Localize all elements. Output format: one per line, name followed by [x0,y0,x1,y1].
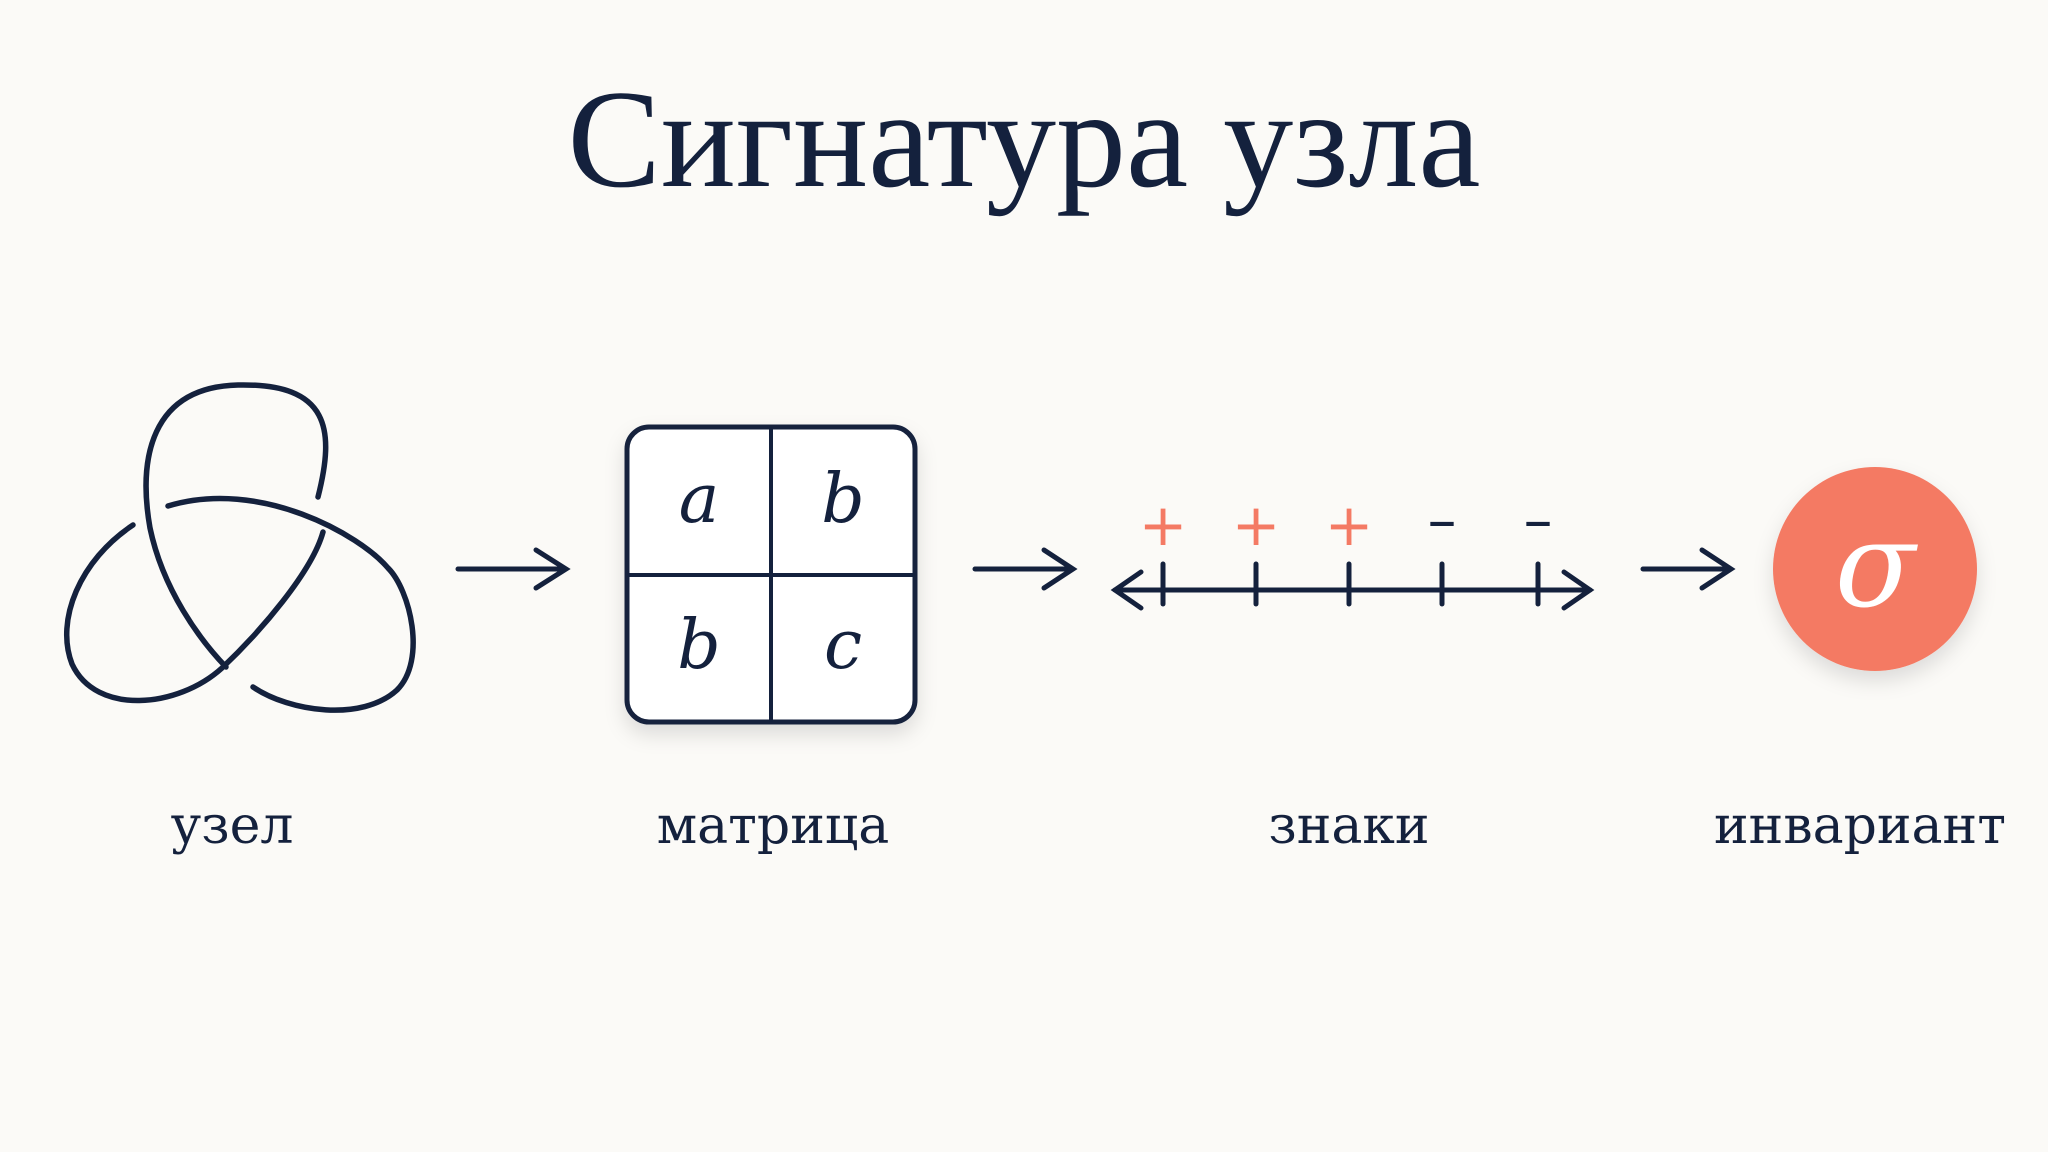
number-line [1110,561,1595,611]
sign-minus: – [1428,486,1457,554]
sign-plus: + [1139,491,1188,559]
arrow-right-icon [1640,547,1736,591]
stage-label-invariant: инвариант [1714,796,2006,856]
matrix-cell-c: c [824,606,862,685]
matrix-cell-b-bottom: b [677,606,721,685]
diagram-title: Сигнатура узла [567,62,1481,217]
arrow-right-icon [972,547,1078,591]
matrix-cell-b-top: b [821,460,865,539]
stage-label-signs: знаки [1268,796,1430,856]
sigma-symbol: σ [1835,496,1919,634]
sign-minus: – [1524,486,1553,554]
sign-plus: + [1325,491,1374,559]
matrix-grid: a b b c [624,424,918,725]
matrix-cell-a: a [679,460,720,539]
stage-label-matrix: матрица [656,796,890,856]
arrow-right-icon [455,547,571,591]
invariant-badge: σ [1773,467,1977,671]
stage-label-knot: узел [170,796,294,856]
sign-labels: + + + – – [1139,486,1553,559]
sign-plus: + [1232,491,1281,559]
trefoil-knot-icon [63,382,416,713]
